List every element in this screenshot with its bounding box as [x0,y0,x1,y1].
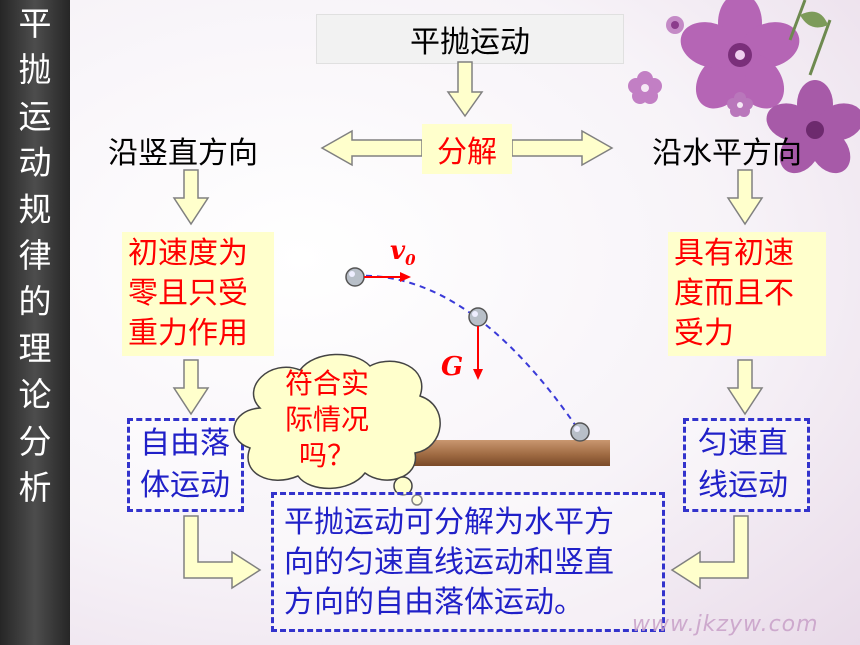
arrow-down-right-2-icon [726,359,764,416]
flower-large [680,0,800,109]
flower-bud [666,16,684,34]
free-fall-box: 自由落 体运动 [127,418,244,512]
horizontal-condition-line: 受力 [674,316,734,351]
side-title: 平 抛 运 动 规 律 的 理 论 分 析 [0,6,70,506]
decompose-label: 分解 [422,124,512,174]
summary-line: 平抛运动可分解为水平方 [284,505,614,540]
uniform-motion-line: 匀速直 [698,426,788,461]
free-fall-line: 体运动 [140,468,230,503]
summary-box: 平抛运动可分解为水平方 向的匀速直线运动和竖直 方向的自由落体运动。 [271,492,665,632]
flower-stem [788,0,832,76]
cloud-question-line: 吗？ [298,439,355,472]
side-title-char: 动 [18,143,52,183]
bent-arrow-right-icon [670,515,749,590]
horizontal-condition-line: 度而且不 [674,276,794,311]
flower-medium [766,80,860,174]
uniform-motion-line: 线运动 [698,468,788,503]
side-title-char: 平 [18,4,52,43]
side-title-char: 律 [18,235,52,275]
flower-leaf [800,11,828,28]
arrow-down-left-1-icon [172,169,210,226]
double-arrow-icon [320,129,614,167]
flower-tiny [727,92,753,117]
velocity-label: v0 [390,236,416,269]
gravity-label: G [441,352,464,382]
thought-cloud [233,353,441,506]
flower-decoration [628,0,860,174]
side-title-char: 分 [18,421,52,461]
cloud-question: 符合实 际情况 吗？ [262,366,392,474]
side-title-char: 论 [18,375,52,415]
side-title-char: 的 [18,282,52,322]
side-title-char: 运 [18,96,52,136]
page-title: 平抛运动 [316,14,624,64]
horizontal-condition-line: 具有初速 [674,236,794,271]
bent-arrow-left-icon [183,515,262,590]
side-title-char: 理 [18,328,52,368]
arrow-down-left-2-icon [172,359,210,416]
cloud-question-line: 符合实 [284,367,369,400]
flower-small [628,71,662,104]
velocity-symbol: v [390,236,406,266]
velocity-subscript: 0 [405,251,416,270]
uniform-motion-box: 匀速直 线运动 [683,418,810,512]
horizontal-direction-label: 沿水平方向 [652,136,802,171]
watermark: www.jkzyw.com [632,612,819,637]
side-title-char: 规 [18,189,52,229]
arrow-down-title-icon [446,61,484,118]
free-fall-line: 自由落 [140,426,230,461]
side-title-char: 抛 [18,50,52,90]
vertical-condition-line: 初速度为 [128,236,248,271]
vertical-condition-line: 重力作用 [128,316,248,351]
vertical-condition-box: 初速度为 零且只受 重力作用 [122,232,274,356]
cloud-question-line: 际情况 [284,403,369,436]
side-title-char: 析 [18,467,52,507]
side-title-bar [0,0,70,645]
arrow-down-right-1-icon [726,169,764,226]
horizontal-condition-box: 具有初速 度而且不 受力 [668,232,826,356]
summary-line: 方向的自由落体运动。 [284,585,584,620]
summary-line: 向的匀速直线运动和竖直 [284,545,614,580]
vertical-direction-label: 沿竖直方向 [108,136,258,171]
vertical-condition-line: 零且只受 [128,276,248,311]
